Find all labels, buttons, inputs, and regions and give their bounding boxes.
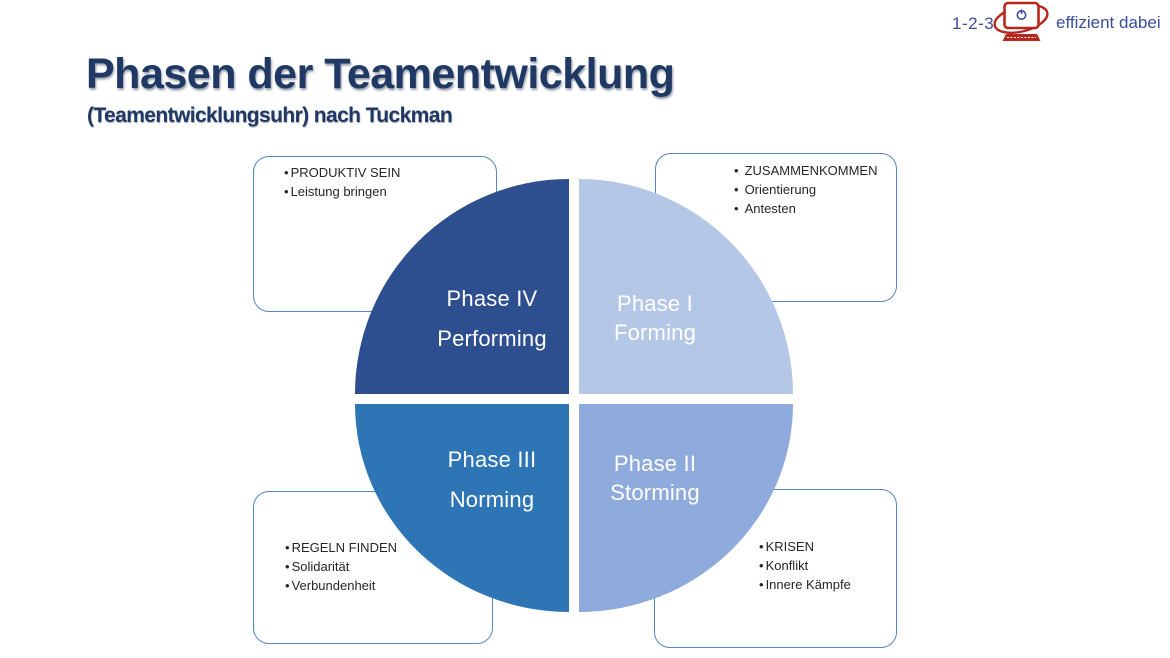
bullet-item: • Antesten	[734, 199, 888, 218]
bullet-item: •Konflikt	[759, 556, 888, 575]
bullet-marker: •	[734, 182, 739, 197]
quadrant-phase-2: Phase II Storming	[579, 404, 793, 612]
bullet-item: •Innere Kämpfe	[759, 575, 888, 594]
quadrant-label: Phase II Storming	[579, 404, 762, 582]
quadrant-label: Phase I Forming	[579, 210, 762, 394]
bullet-item: •PRODUKTIV SEIN	[284, 163, 488, 182]
bullet-marker: •	[285, 540, 290, 555]
page-subtitle: (Teamentwicklungsuhr) nach Tuckman	[87, 104, 453, 127]
quadrant-phase-3: Phase III Norming	[355, 404, 569, 612]
bullet-item: •Solidarität	[285, 557, 484, 576]
bullet-item: • Orientierung	[734, 180, 888, 199]
quadrant-phase-1: Phase I Forming	[579, 179, 793, 394]
bullet-text: KRISEN	[765, 539, 814, 554]
company-logo: 1-2-3 effizient dabei	[952, 0, 1162, 48]
bullet-marker: •	[285, 559, 290, 574]
bullet-text: Orientierung	[744, 182, 817, 197]
phase-number: Phase III	[447, 447, 537, 472]
bullet-text: Solidarität	[291, 559, 350, 574]
page-title: Phasen der Teamentwicklung	[86, 50, 675, 98]
bullet-item: •Leistung bringen	[284, 182, 488, 201]
bullet-marker: •	[759, 577, 764, 592]
bullet-marker: •	[759, 558, 764, 573]
bullet-marker: •	[284, 184, 289, 199]
bullet-list: • ZUSAMMENKOMMEN • Orientierung • Antesten	[734, 161, 888, 218]
bullet-text: Verbundenheit	[291, 578, 376, 593]
logo-prefix-text: 1-2-3	[952, 14, 995, 33]
bullet-list: •KRISEN•Konflikt•Innere Kämpfe	[759, 537, 888, 594]
bullet-text: Innere Kämpfe	[765, 577, 851, 592]
phase-wheel: Phase IV Performing Phase I Forming Phas…	[355, 179, 793, 612]
bullet-item: •Verbundenheit	[285, 576, 484, 595]
bullet-item: •REGELN FINDEN	[285, 538, 484, 557]
bullet-text: ZUSAMMENKOMMEN	[744, 163, 878, 178]
bullet-marker: •	[734, 163, 739, 178]
logo-tagline-text: effizient dabei	[1056, 13, 1161, 32]
bullet-marker: •	[734, 201, 739, 216]
bullet-text: PRODUKTIV SEIN	[290, 165, 401, 180]
phase-name: Performing	[437, 325, 547, 351]
quadrant-label: Phase IV Performing	[385, 211, 569, 394]
bullet-text: REGELN FINDEN	[291, 540, 398, 555]
laptop-swoosh-icon	[992, 0, 1054, 53]
phase-name: Storming	[610, 480, 700, 505]
phase-name: Norming	[449, 487, 535, 512]
bullet-list: •REGELN FINDEN•Solidarität•Verbundenheit	[285, 538, 484, 595]
bullet-marker: •	[759, 539, 764, 554]
callout-box-performing: •PRODUKTIV SEIN•Leistung bringen	[253, 156, 497, 312]
quadrant-label: Phase III Norming	[385, 404, 569, 584]
bullet-list: •PRODUKTIV SEIN•Leistung bringen	[284, 163, 488, 201]
bullet-text: Konflikt	[765, 558, 809, 573]
bullet-item: •KRISEN	[759, 537, 888, 556]
phase-name: Forming	[613, 319, 697, 345]
bullet-text: Antesten	[744, 201, 796, 216]
phase-number: Phase II	[613, 451, 697, 476]
bullet-text: Leistung bringen	[290, 184, 387, 199]
phase-number: Phase IV	[446, 285, 538, 311]
bullet-item: • ZUSAMMENKOMMEN	[734, 161, 888, 180]
bullet-marker: •	[284, 165, 289, 180]
phase-number: Phase I	[616, 290, 693, 316]
quadrant-phase-4: Phase IV Performing	[355, 179, 569, 394]
bullet-marker: •	[285, 578, 290, 593]
